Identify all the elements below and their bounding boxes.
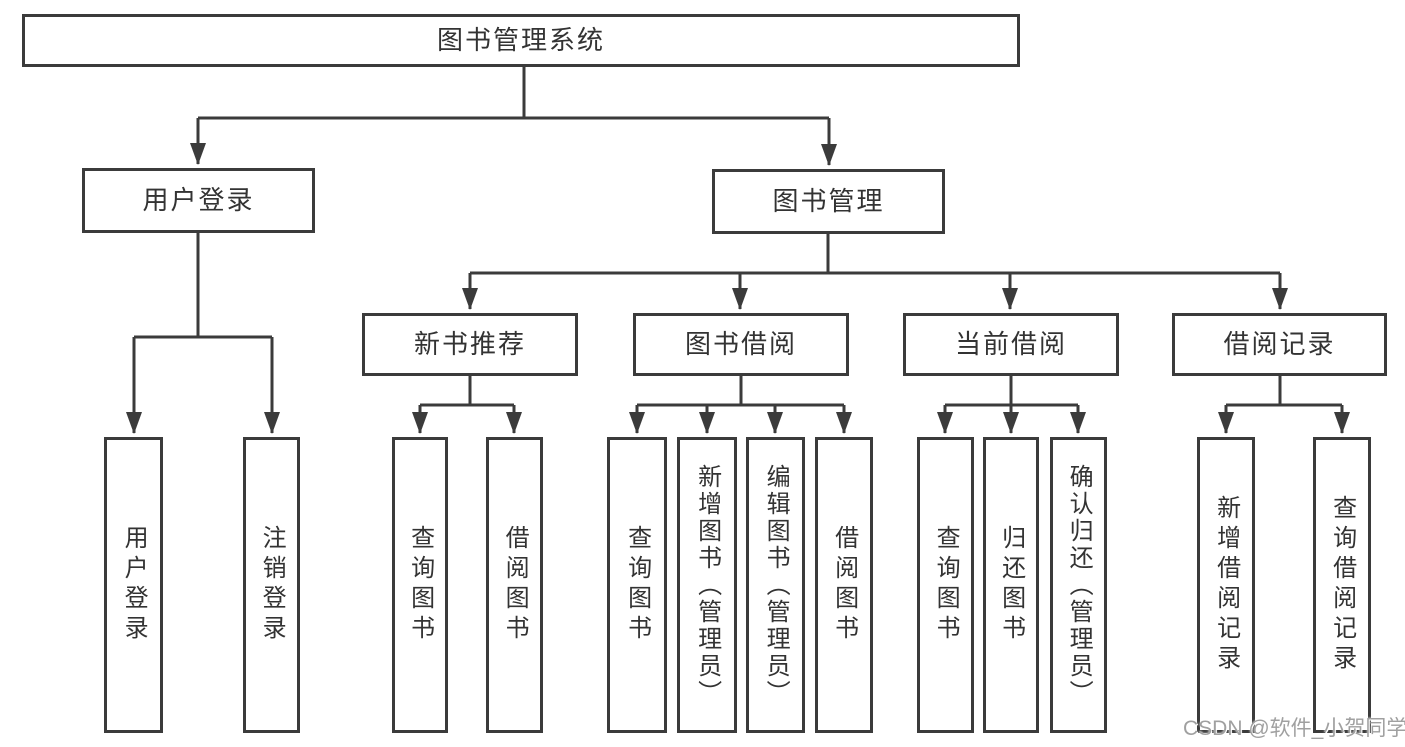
leaf-query-borrow-record: 查询借阅记录: [1313, 437, 1371, 733]
node-book-management: 图书管理: [712, 169, 945, 234]
connector-lines: [126, 67, 1350, 434]
leaf-borrow-books-recommend: 借阅图书: [486, 437, 543, 733]
leaf-borrow-books-borrowing: 借阅图书: [815, 437, 873, 733]
leaf-return-books: 归还图书: [983, 437, 1039, 733]
leaf-logout-login: 注销登录: [243, 437, 300, 733]
node-book-borrowing: 图书借阅: [633, 313, 849, 376]
node-current-borrowing: 当前借阅: [903, 313, 1119, 376]
watermark-text: CSDN @软件_小贺同学: [1183, 717, 1405, 740]
leaf-edit-books-admin: 编辑图书（管理员）: [746, 437, 805, 733]
leaf-user-login: 用户登录: [104, 437, 163, 733]
leaf-add-borrow-record: 新增借阅记录: [1197, 437, 1255, 733]
leaf-query-books-current: 查询图书: [917, 437, 974, 733]
node-borrowing-records: 借阅记录: [1172, 313, 1387, 376]
leaf-confirm-return-admin: 确认归还（管理员）: [1050, 437, 1107, 733]
leaf-query-books-recommend: 查询图书: [392, 437, 448, 733]
node-root: 图书管理系统: [22, 14, 1020, 67]
leaf-query-books-borrowing: 查询图书: [607, 437, 667, 733]
leaf-add-books-admin: 新增图书（管理员）: [677, 437, 737, 733]
node-new-book-recommendation: 新书推荐: [362, 313, 578, 376]
node-user-login: 用户登录: [82, 168, 315, 233]
